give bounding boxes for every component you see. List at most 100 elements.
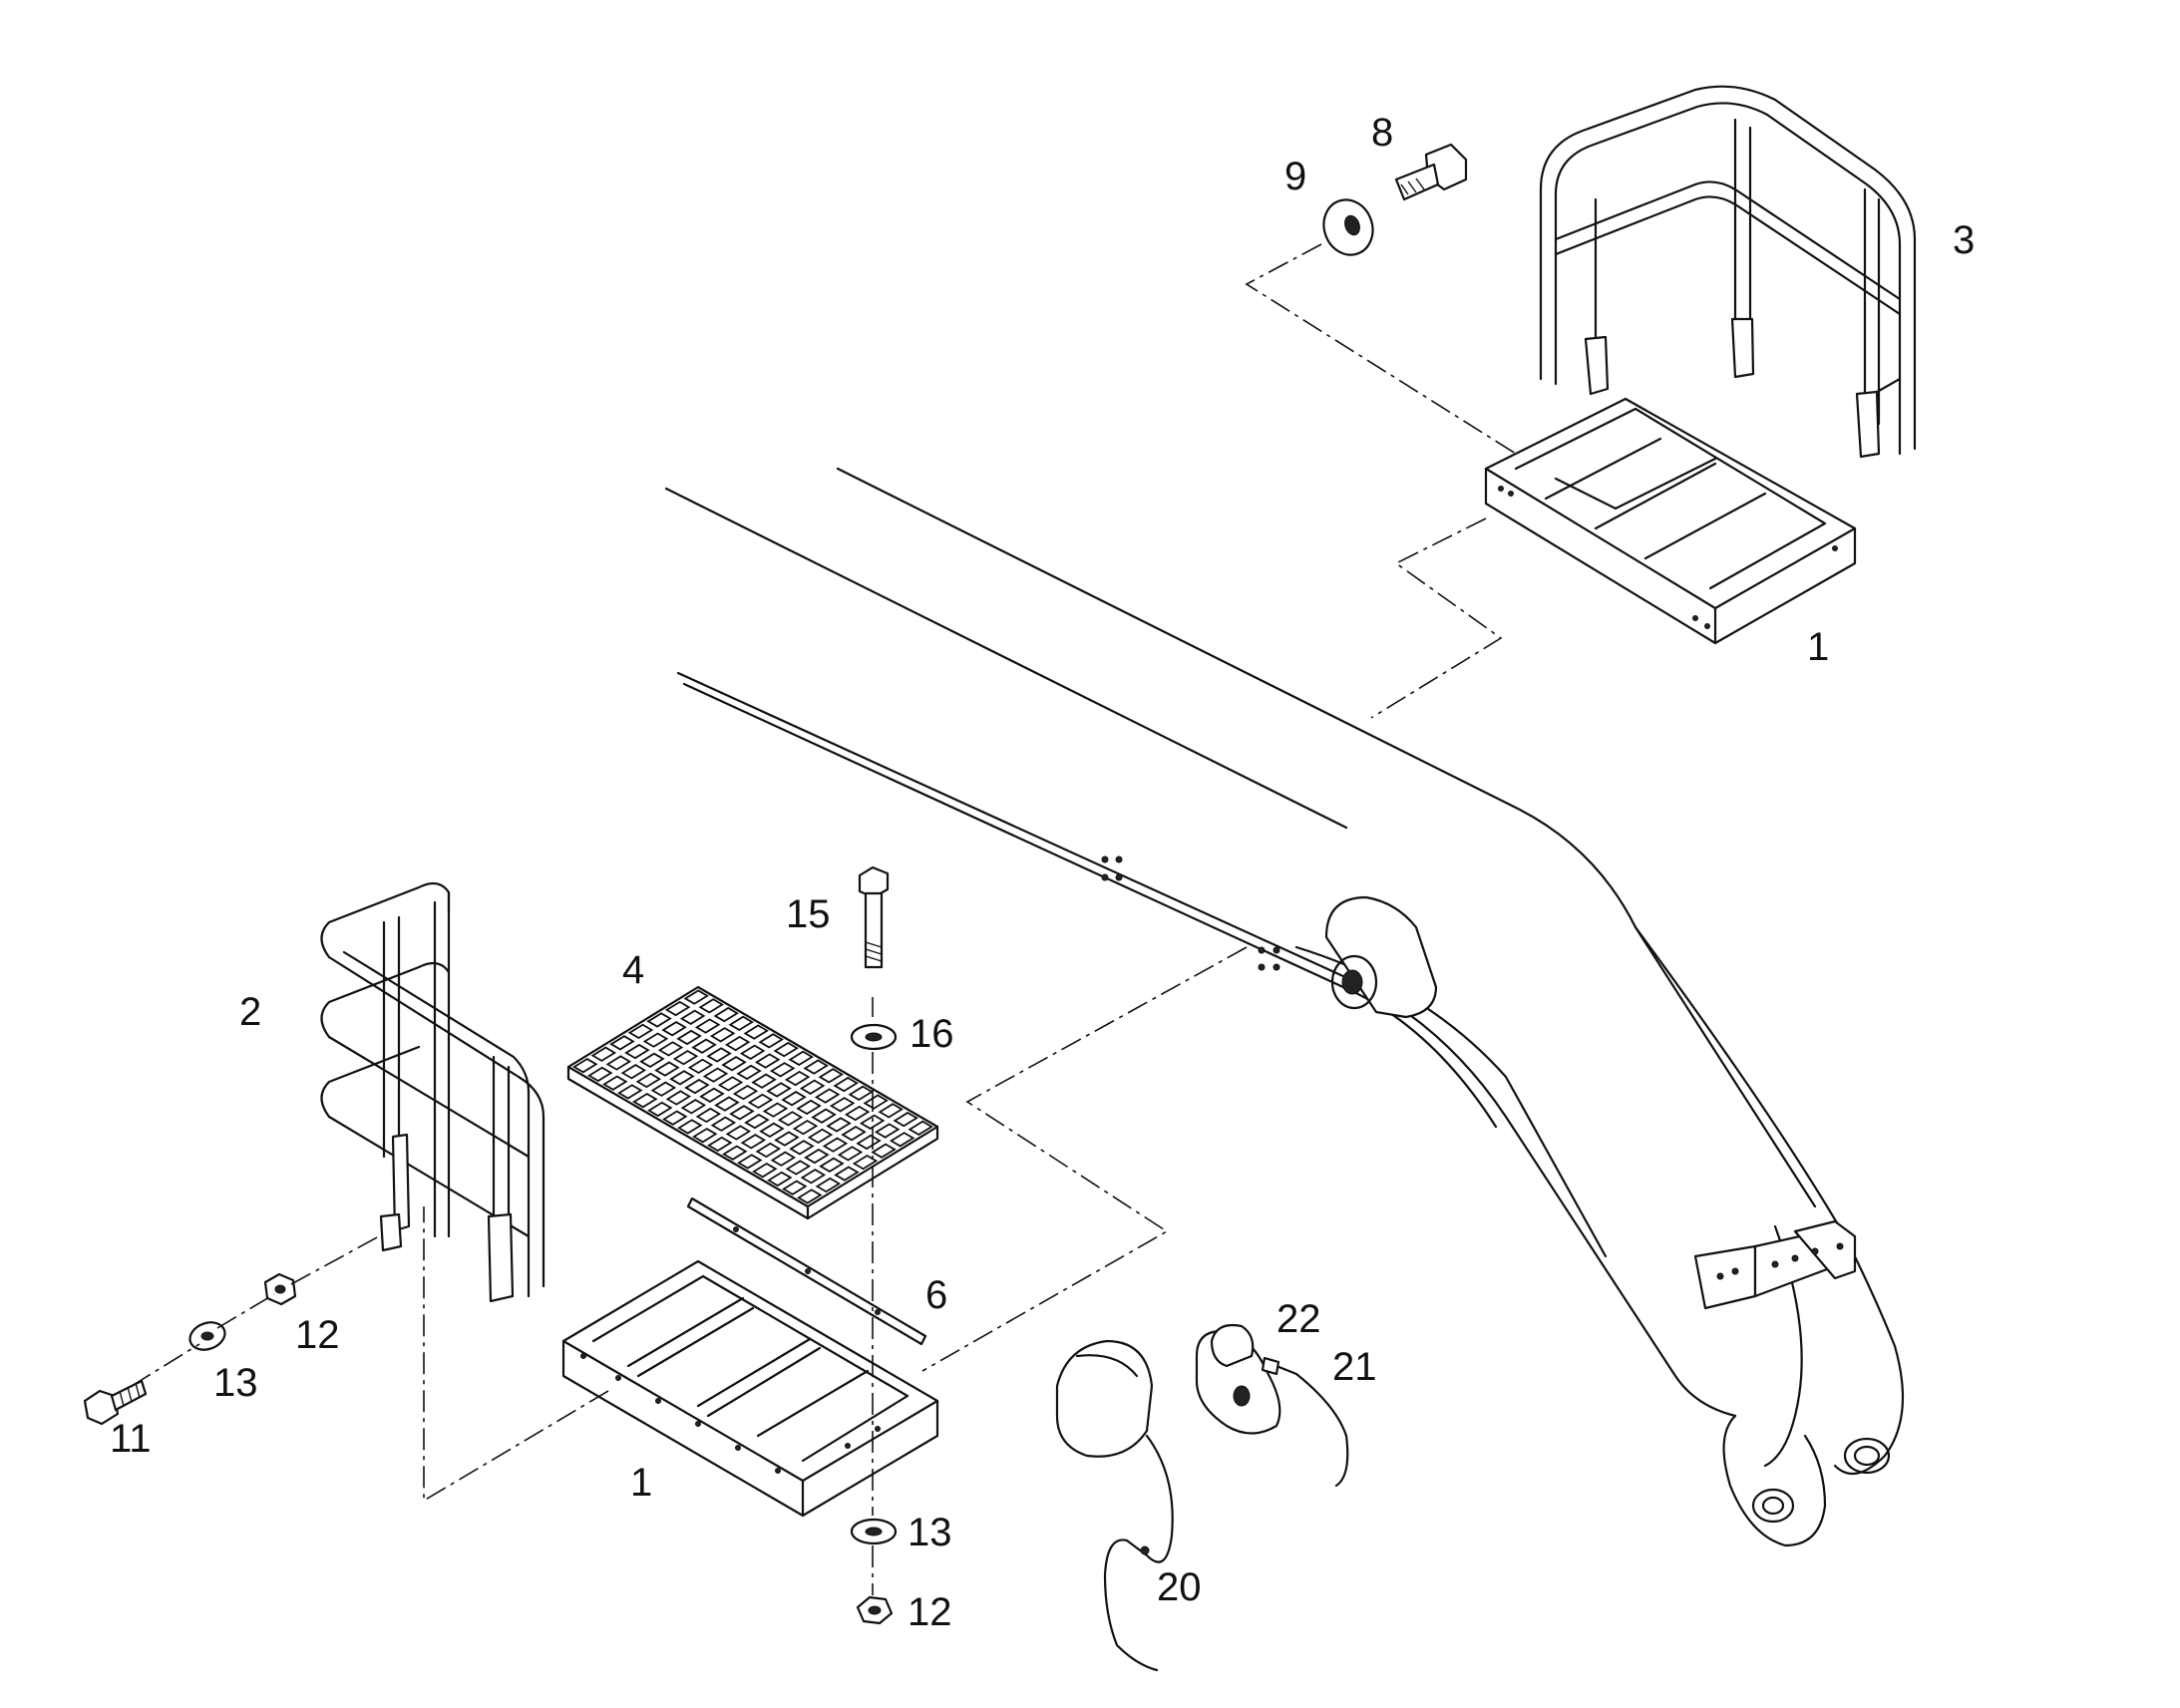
grating-slot — [874, 1123, 901, 1139]
grating-slot — [679, 1009, 706, 1025]
grating-slot — [605, 1055, 632, 1071]
washer-9 — [1322, 198, 1374, 256]
grating-slot — [721, 1056, 747, 1072]
grating-slot — [856, 1134, 882, 1151]
grating-slot — [650, 1081, 677, 1097]
callout-21: 21 — [1332, 1345, 1377, 1389]
grating-slot — [762, 1102, 789, 1118]
grating-slot — [737, 1154, 763, 1170]
grating-slot — [654, 1061, 680, 1077]
nut-12-bottom — [856, 1595, 894, 1625]
grating-slot — [657, 1041, 684, 1057]
grating-slot — [698, 998, 724, 1014]
grating-slot — [777, 1111, 804, 1127]
grating-slot — [841, 1126, 867, 1142]
callout-11: 11 — [110, 1417, 152, 1461]
grating-slot — [758, 1033, 784, 1049]
grating-slot — [714, 1096, 740, 1112]
grating-slot — [743, 1024, 769, 1040]
grating-slot — [859, 1114, 886, 1130]
grating-slot — [863, 1094, 889, 1110]
grating-slot — [736, 1064, 762, 1081]
grating-slot — [635, 1072, 662, 1089]
grating-slot — [587, 1066, 613, 1083]
grating-slot — [646, 1012, 672, 1028]
grating-slot — [815, 1177, 842, 1194]
grating-slot — [878, 1103, 904, 1119]
grating-slot — [632, 1092, 658, 1109]
grating-slot — [814, 1088, 841, 1104]
grating-slot — [803, 1059, 829, 1075]
callout-16: 16 — [909, 1012, 954, 1056]
railing-3 — [1539, 85, 1917, 459]
grating-slot — [647, 1101, 673, 1118]
grating-slot — [680, 1099, 707, 1115]
grating-slot — [819, 1157, 845, 1173]
callout-6: 6 — [925, 1273, 947, 1317]
callout-12-bottom: 12 — [908, 1590, 952, 1634]
callout-13-bottom: 13 — [908, 1511, 952, 1554]
grating-slot — [792, 1119, 819, 1136]
grating-slot — [692, 1127, 718, 1144]
strip-6 — [686, 1196, 927, 1346]
grating-slot — [740, 1134, 767, 1150]
grating-slot — [661, 1021, 687, 1037]
grating-slot — [844, 1105, 871, 1122]
grating-slot — [744, 1113, 770, 1130]
grating-slot — [804, 1148, 830, 1165]
grating-slot — [676, 1029, 702, 1046]
grating-slot — [773, 1041, 799, 1058]
grating-slot — [662, 1110, 688, 1126]
callout-3: 3 — [1953, 218, 1975, 262]
lamp-bracket-22 — [1195, 1323, 1281, 1435]
lamp-cable-21 — [1261, 1356, 1349, 1488]
grating-slot — [833, 1076, 859, 1093]
grating-slot — [811, 1108, 837, 1124]
grating-slot — [729, 1105, 755, 1121]
grating-slot — [713, 1006, 739, 1023]
grating-slot — [710, 1116, 737, 1132]
grating-slot — [796, 1099, 822, 1116]
grating-slot — [732, 1084, 759, 1101]
work-lamp-20 — [1055, 1339, 1174, 1672]
grating-slot — [767, 1171, 793, 1188]
bolt-8 — [1394, 143, 1468, 201]
grating-slot — [699, 1087, 725, 1103]
grating-slot — [747, 1093, 774, 1110]
grating-slot — [751, 1073, 777, 1089]
platform-frame-upper — [1484, 397, 1857, 645]
grating-slot — [800, 1169, 827, 1185]
grating-slot — [627, 1023, 654, 1040]
railing-2 — [320, 881, 545, 1303]
grating-slot — [822, 1137, 849, 1153]
grating-slot — [797, 1189, 823, 1204]
grating-slot — [781, 1091, 807, 1107]
grating-slot — [759, 1122, 785, 1138]
grating-slot — [590, 1046, 617, 1062]
grating-slot — [624, 1043, 650, 1060]
bolt-15 — [858, 865, 890, 969]
grating-slot — [695, 1107, 722, 1124]
grating-slot — [707, 1136, 733, 1153]
grating-slot — [694, 1018, 721, 1034]
grating-slot — [770, 1151, 797, 1167]
callout-4: 4 — [622, 948, 644, 992]
grating-slot — [572, 1057, 598, 1074]
grating-slot — [677, 1119, 703, 1135]
grating-slot — [728, 1015, 754, 1032]
callout-20: 20 — [1157, 1565, 1202, 1609]
grating-slot — [602, 1075, 628, 1091]
grating-slot — [785, 1160, 812, 1176]
grating-slot — [609, 1035, 635, 1051]
grating-slot — [784, 1070, 811, 1087]
grating-slot — [871, 1143, 897, 1159]
callout-8: 8 — [1371, 111, 1393, 155]
callout-9: 9 — [1284, 155, 1306, 198]
assembly-lines — [131, 243, 1517, 1595]
grating-slot — [889, 1132, 915, 1148]
grating-slot — [639, 1052, 665, 1068]
grating-slot — [642, 1032, 669, 1048]
grating-slot — [755, 1142, 782, 1159]
grating-slot — [799, 1079, 826, 1095]
grating-slot — [706, 1047, 732, 1063]
